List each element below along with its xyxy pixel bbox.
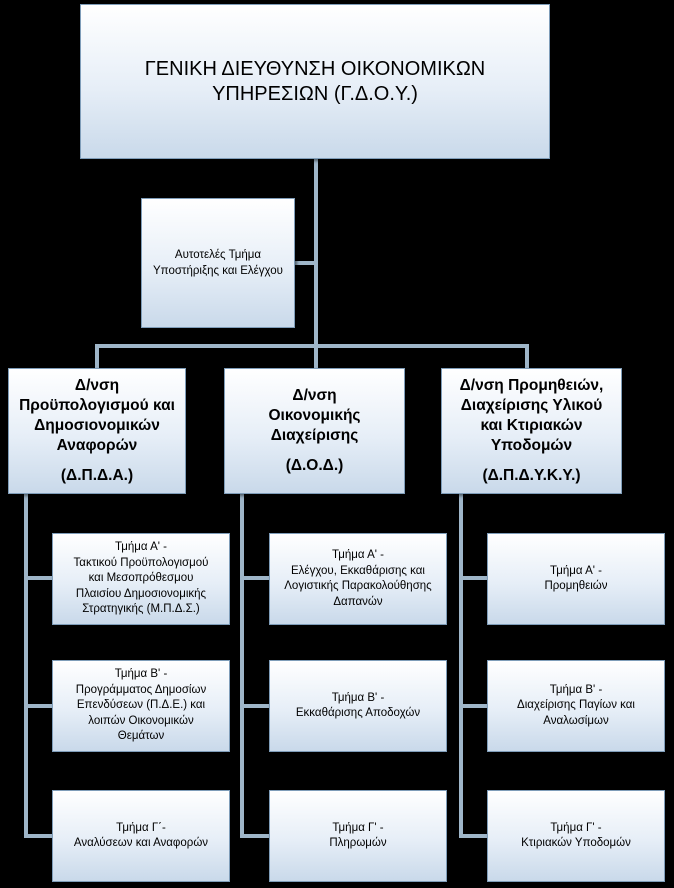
dept-budget-a-line-1: Τμήμα Α' - bbox=[115, 541, 167, 554]
dept-financial-a-line-2: Ελέγχου, Εκκαθάρισης και bbox=[291, 564, 425, 577]
dept-procurement-b-line-1: Τμήμα Β' - bbox=[549, 683, 603, 696]
support-control-unit-box: Αυτοτελές Τμήμα Υποστήριξης και Ελέγχου bbox=[141, 198, 295, 328]
directorate-procurement-abbr: (Δ.Π.Δ.Υ.Κ.Υ.) bbox=[482, 467, 581, 484]
dept-procurement-a-line-1: Τμήμα Α' - bbox=[550, 564, 602, 577]
directorate-budget-line-2: Προϋπολογισμού και bbox=[19, 397, 175, 414]
dept-budget-c-line-1: Τμήμα Γ΄- bbox=[116, 821, 166, 834]
dept-procurement-a-line-2: Προμηθειών bbox=[544, 580, 608, 592]
directorate-financial-mgmt-line-3: Διαχείρισης bbox=[270, 427, 359, 444]
dept-financial-c-line-2: Πληρωμών bbox=[329, 837, 387, 849]
directorate-financial-mgmt-box: Δ/νση Οικονομικής Διαχείρισης (Δ.Ο.Δ.) bbox=[224, 368, 405, 494]
dept-procurement-c-line-1: Τμήμα Γ' - bbox=[550, 821, 602, 834]
dept-financial-b-line-2: Εκκαθάρισης Αποδοχών bbox=[295, 707, 421, 719]
general-directorate-title-line-1: ΓΕΝΙΚΗ ΔΙΕΥΘΥΝΣΗ ΟΙΚΟΝΟΜΙΚΩΝ bbox=[144, 57, 486, 80]
dept-budget-b-line-1: Τμήμα Β' - bbox=[114, 668, 168, 681]
dept-budget-b-line-2: Προγράμματος Δημοσίων bbox=[75, 683, 207, 696]
directorate-budget-abbr: (Δ.Π.Δ.Α.) bbox=[60, 467, 134, 484]
dept-financial-b-box: Τμήμα Β' - Εκκαθάρισης Αποδοχών bbox=[269, 660, 447, 752]
dept-budget-a-line-4: Πλαισίου Δημοσιονομικής bbox=[75, 587, 207, 600]
directorate-procurement-box: Δ/νση Προμηθειών, Διαχείρισης Υλικού και… bbox=[441, 368, 622, 494]
directorate-procurement-line-3: και Κτιριακών bbox=[480, 417, 583, 434]
directorate-budget-line-1: Δ/νση bbox=[74, 377, 120, 394]
directorate-budget-box: Δ/νση Προϋπολογισμού και Δημοσιονομικών … bbox=[8, 368, 186, 494]
dept-budget-b-line-4: λοιπών Οικονομικών bbox=[88, 714, 194, 727]
directorate-financial-mgmt-abbr: (Δ.Ο.Δ.) bbox=[285, 457, 344, 474]
directorate-financial-mgmt-line-2: Οικονομικής bbox=[268, 407, 361, 424]
dept-budget-b-line-3: Επενδύσεων (Π.Δ.Ε.) και bbox=[76, 699, 206, 712]
directorate-procurement-line-1: Δ/νση Προμηθειών, bbox=[459, 377, 604, 394]
directorate-budget-line-3: Δημοσιονομικών bbox=[34, 417, 160, 434]
dept-financial-a-line-4: Δαπανών bbox=[333, 595, 383, 608]
dept-budget-b-line-5: Θεμάτων bbox=[117, 730, 165, 743]
dept-budget-b-box: Τμήμα Β' - Προγράμματος Δημοσίων Επενδύσ… bbox=[52, 660, 230, 752]
directorate-financial-mgmt-line-1: Δ/νση bbox=[292, 387, 337, 404]
dept-budget-a-box: Τμήμα Α' - Τακτικού Προϋπολογισμού και Μ… bbox=[52, 533, 230, 625]
directorate-procurement-line-4: Υποδομών bbox=[490, 437, 573, 454]
dept-financial-a-box: Τμήμα Α' - Ελέγχου, Εκκαθάρισης και Λογι… bbox=[269, 533, 447, 625]
dept-procurement-b-line-2: Διαχείρισης Παγίων και bbox=[517, 699, 635, 712]
dept-budget-a-line-3: και Μεσοπρόθεσμου bbox=[88, 572, 194, 585]
dept-financial-b-line-1: Τμήμα Β' - bbox=[331, 691, 385, 704]
general-directorate-box: ΓΕΝΙΚΗ ΔΙΕΥΘΥΝΣΗ ΟΙΚΟΝΟΜΙΚΩΝ ΥΠΗΡΕΣΙΩΝ (… bbox=[80, 4, 550, 159]
directorate-procurement-line-2: Διαχείρισης Υλικού bbox=[460, 397, 603, 414]
dept-procurement-a-box: Τμήμα Α' - Προμηθειών bbox=[487, 533, 665, 625]
dept-procurement-c-line-2: Κτιριακών Υποδομών bbox=[521, 837, 631, 849]
dept-procurement-b-line-3: Αναλωσίμων bbox=[543, 714, 609, 727]
support-control-unit-line-1: Αυτοτελές Τμήμα bbox=[174, 249, 262, 261]
dept-financial-a-line-1: Τμήμα Α' - bbox=[332, 549, 384, 561]
dept-budget-a-line-2: Τακτικού Προϋπολογισμού bbox=[73, 556, 209, 569]
dept-procurement-c-box: Τμήμα Γ' - Κτιριακών Υποδομών bbox=[487, 790, 665, 882]
support-control-unit-line-2: Υποστήριξης και Ελέγχου bbox=[153, 265, 283, 277]
dept-budget-a-line-5: Στρατηγικής (Μ.Π.Δ.Σ.) bbox=[82, 603, 200, 616]
directorate-budget-line-4: Αναφορών bbox=[56, 437, 138, 454]
dept-procurement-b-box: Τμήμα Β' - Διαχείρισης Παγίων και Αναλωσ… bbox=[487, 660, 665, 752]
dept-financial-a-line-3: Λογιστικής Παρακολούθησης bbox=[284, 580, 432, 592]
general-directorate-title-line-2: ΥΠΗΡΕΣΙΩΝ (Γ.Δ.Ο.Υ.) bbox=[212, 82, 418, 105]
dept-financial-c-box: Τμήμα Γ' - Πληρωμών bbox=[269, 790, 447, 882]
dept-financial-c-line-1: Τμήμα Γ' - bbox=[332, 821, 384, 834]
dept-budget-c-box: Τμήμα Γ΄- Αναλύσεων και Αναφορών bbox=[52, 790, 230, 882]
dept-budget-c-line-2: Αναλύσεων και Αναφορών bbox=[73, 837, 209, 849]
